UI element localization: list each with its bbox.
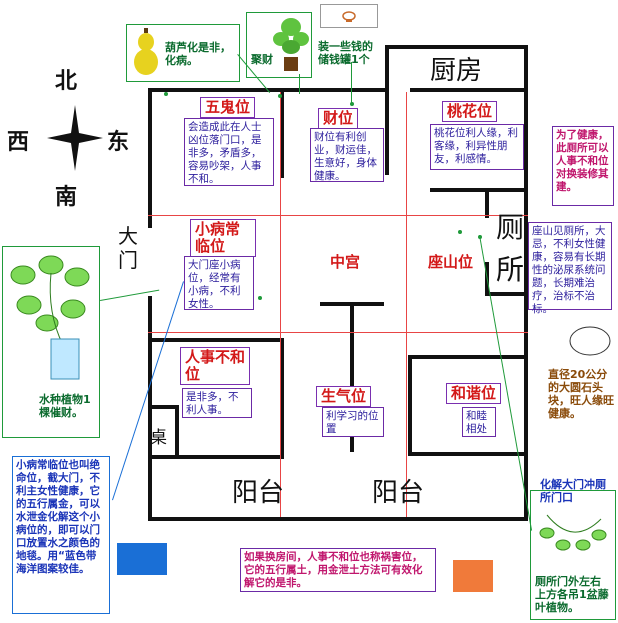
jucai-note: 聚财 — [251, 53, 273, 66]
gourd-note: 葫芦化是非，化病。 — [165, 41, 231, 67]
zone-caiwei-note: 财位有利创业，财运佳，生意好，身体健康。 — [310, 128, 384, 182]
vine-note: 厕所门外左右上方各吊1盆藤叶植物。 — [535, 575, 609, 614]
kitchen-wall-top — [385, 45, 528, 49]
zone-wugui-title: 五鬼位 — [200, 97, 256, 118]
compass-east: 东 — [107, 129, 130, 155]
wall-room-top-right — [408, 355, 528, 359]
zone-xiaobing-title: 小病常临位 — [190, 219, 256, 257]
water-plant-note: 水种植物1棵催财。 — [39, 393, 91, 419]
leader-jucai — [299, 74, 300, 94]
jucai-box: 聚财 — [246, 12, 312, 78]
toilet-label-2: 所 — [496, 253, 525, 286]
stone-note: 直径20公分的大圆石头块，旺人缘旺健康。 — [548, 368, 614, 420]
wall-room-left-right — [408, 355, 412, 455]
zone-taohua-note: 桃花位利人缘，利客缘，利异性朋友，利感情。 — [430, 124, 524, 170]
wall-left-lower — [148, 305, 152, 520]
front-door-label-2: 门 — [118, 248, 138, 272]
balcony-right-label: 阳台 — [372, 478, 425, 508]
vine-plant-icon — [539, 514, 607, 551]
zone-renshi-note: 是非多，不利人事。 — [182, 388, 252, 418]
gourd-icon — [134, 28, 158, 75]
xiaobing-fix-note: 小病常临位也叫绝命位，截大门，不利主女性健康，它的五行属金，可以水泄金化解这个小… — [12, 456, 110, 614]
coin-jar-note: 装一些钱的储钱罐1个 — [318, 40, 373, 66]
front-door-label-1: 大 — [118, 224, 138, 248]
zone-wugui-note: 会造成此在人士凶位落门口，是非多，矛盾多，容易吵架，人事不和。 — [184, 118, 274, 186]
vine-box: 厕所门外左右上方各吊1盆藤叶植物。 — [530, 490, 616, 620]
zone-zhonggong-title: 中宫 — [330, 253, 361, 271]
coin-jar-box — [320, 4, 378, 28]
grid-line-v1 — [280, 92, 281, 517]
wall-desk — [148, 405, 178, 409]
wall-desk-side — [175, 405, 179, 455]
wall-center-cap — [320, 302, 384, 306]
toilet-label-1: 厕 — [496, 211, 525, 244]
wall-bottom — [148, 517, 528, 521]
grid-line-h1 — [148, 215, 528, 216]
round-stone-icon — [569, 326, 611, 356]
compass-south: 南 — [55, 184, 78, 210]
marker-dot-5 — [458, 230, 462, 234]
compass-cross-icon — [47, 105, 103, 171]
marker-dot-1 — [164, 92, 168, 96]
leader-coins — [351, 62, 352, 104]
zone-zuoshan-note: 座山见厕所，大忌，不利女性健康，容易有长期性的泌尿系统问题，长期难治疗，治标不治… — [528, 222, 612, 315]
marker-dot-2 — [278, 94, 282, 98]
water-plant-icon — [10, 255, 90, 380]
zone-caiwei-title: 财位 — [318, 108, 359, 129]
wall-room-top-left — [148, 338, 283, 342]
compass-west: 西 — [7, 129, 30, 155]
blue-carpet-swatch — [117, 543, 167, 575]
zone-shengqi-note: 利学习的位置 — [322, 407, 384, 437]
zone-taohua-title: 桃花位 — [442, 101, 498, 122]
compass-north: 北 — [55, 68, 78, 94]
grid-line-h2 — [148, 332, 528, 333]
kitchen-wall-left — [385, 45, 389, 175]
door-jamb-bottom — [148, 296, 152, 306]
door-jamb-top — [148, 218, 152, 228]
gourd-box: 葫芦化是非，化病。 — [126, 24, 240, 82]
toilet-health-note: 为了健康，此厕所可以人事不和位对换装修其建。 — [552, 126, 614, 206]
orange-swatch — [453, 560, 493, 592]
door-fix-note: 化解大门冲厕所门口 — [540, 478, 606, 504]
zone-hexie-title: 和谐位 — [446, 383, 502, 404]
wall-room-bottom-right — [408, 452, 528, 456]
toilet-wall-top — [430, 188, 528, 192]
toilet-wall-bottom — [485, 292, 528, 296]
zone-shengqi-title: 生气位 — [316, 386, 372, 407]
kitchen-label: 厨房 — [430, 56, 483, 86]
grid-line-v2 — [406, 92, 407, 517]
wall-upper-partition — [280, 88, 284, 178]
zone-hexie-note: 和睦相处 — [462, 407, 496, 437]
balcony-left-label: 阳台 — [232, 478, 285, 508]
kitchen-wall-bottom — [410, 88, 528, 92]
marker-dot-3 — [350, 102, 354, 106]
zone-zuoshan-title: 座山位 — [428, 253, 474, 271]
toilet-wall-mid — [485, 188, 489, 218]
wall-center-post — [350, 302, 354, 452]
zone-xiaobing-note: 大门座小病位，经常有小病，不利女性。 — [184, 256, 254, 310]
wall-room-right-left — [280, 338, 284, 458]
wall-room-bottom-left — [148, 455, 284, 459]
zone-renshi-title: 人事不和位 — [180, 347, 250, 385]
plant-icon — [273, 18, 309, 71]
renshi-fix-note: 如果换房间，人事不和位也称祸害位，它的五行属土，用金泄土方法可有效化解它的是非。 — [240, 548, 436, 592]
water-plant-box: 水种植物1棵催财。 — [2, 246, 100, 438]
wall-right — [524, 45, 528, 520]
coin-jar-icon — [342, 11, 356, 22]
marker-dot-4 — [258, 296, 262, 300]
wall-left-upper — [148, 88, 152, 218]
desk-label: 桌 — [150, 428, 167, 448]
